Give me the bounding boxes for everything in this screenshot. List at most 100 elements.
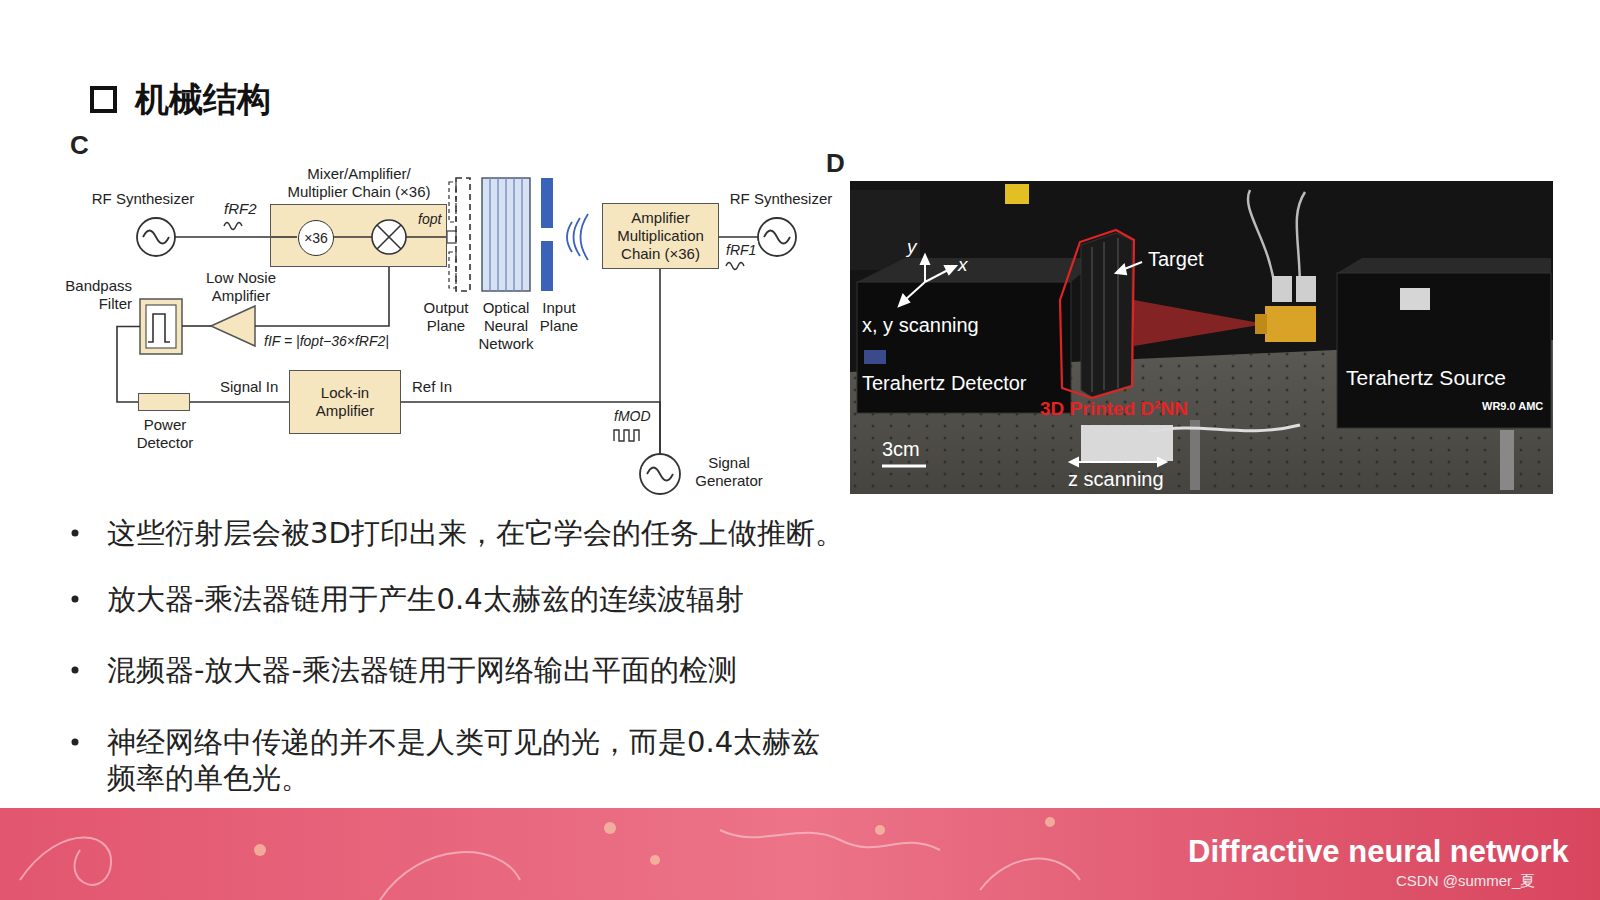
bandpass-symbol bbox=[140, 299, 182, 354]
signal-wire bbox=[719, 236, 758, 238]
footer-banner bbox=[650, 855, 660, 865]
diffractive-layers-symbol bbox=[497, 178, 498, 291]
bullet-dots bbox=[72, 739, 79, 746]
photo-annotation: Target bbox=[1148, 248, 1204, 271]
output-plane: Output Plane bbox=[456, 178, 470, 291]
setup-photo bbox=[1150, 425, 1300, 432]
setup-photo bbox=[882, 255, 1166, 466]
setup-photo bbox=[882, 465, 926, 468]
photo-annotation: Terahertz Source bbox=[1346, 366, 1506, 390]
node-heading: Power Detector bbox=[125, 416, 205, 452]
input-plane: Input Plane bbox=[541, 178, 553, 291]
amplifier-triangle bbox=[211, 306, 255, 346]
bullet-dots bbox=[72, 530, 79, 746]
setup-photo bbox=[905, 282, 925, 300]
photo-annotation: Terahertz Detector bbox=[862, 372, 1027, 395]
setup-photo bbox=[850, 181, 1553, 494]
input-plane-symbol bbox=[541, 178, 553, 228]
setup-photo bbox=[1400, 288, 1430, 310]
mixer-symbol bbox=[377, 225, 401, 249]
output-port bbox=[447, 231, 456, 243]
node-text: ×36 bbox=[300, 227, 332, 249]
mixer-symbol bbox=[377, 225, 401, 249]
diffractive-layers-symbol bbox=[505, 178, 506, 291]
bandpass-symbol bbox=[146, 305, 176, 348]
lock-in-amplifier-box: Lock-in Amplifier bbox=[289, 370, 401, 434]
setup-photo bbox=[1092, 238, 1118, 392]
node-text: Amplifier Multiplication Chain (×36) bbox=[603, 207, 718, 265]
diffractive-layers-symbol bbox=[482, 178, 530, 291]
watermark: CSDN @summer_夏 bbox=[1396, 872, 1535, 891]
synthesizer-symbol bbox=[640, 454, 680, 494]
footer-banner bbox=[1045, 817, 1055, 827]
power-detector: Power Detector bbox=[138, 393, 190, 411]
node-text: Lock-in Amplifier bbox=[290, 382, 400, 422]
bullet-dots bbox=[72, 667, 79, 674]
setup-photo bbox=[1500, 430, 1514, 490]
node-heading: Mixer/Amplifier/ Multiplier Chain (×36) bbox=[279, 165, 439, 201]
signal-label: fRF2 bbox=[222, 200, 259, 218]
signal-wire bbox=[659, 269, 661, 455]
setup-photo bbox=[1076, 461, 1160, 463]
output-plane-symbol bbox=[456, 178, 470, 291]
footer-banner bbox=[875, 825, 885, 835]
signal-label: fMOD bbox=[612, 407, 653, 425]
mixer-symbol bbox=[372, 220, 406, 254]
wave-symbol bbox=[574, 218, 581, 256]
rf-squiggle bbox=[224, 223, 242, 230]
photo-annotation: 3D Printed D²NN bbox=[1040, 398, 1188, 420]
signal-label: fIF = |fopt−36×fRF2| bbox=[262, 332, 391, 350]
node-heading: Output Plane bbox=[411, 299, 481, 335]
footer-banner bbox=[980, 859, 1080, 890]
output-port bbox=[447, 231, 456, 243]
footer-banner bbox=[20, 838, 111, 885]
setup-photo bbox=[1103, 242, 1105, 390]
title-bullet-square bbox=[92, 88, 115, 111]
rf-synthesizer: RF Synthesizer bbox=[758, 218, 796, 256]
slide-title: 机械结构 bbox=[135, 78, 271, 120]
setup-photo bbox=[1134, 300, 1265, 346]
signal-label: Signal In bbox=[218, 378, 280, 396]
setup-photo bbox=[850, 181, 1553, 494]
amplifier-chain-box: Amplifier Multiplication Chain (×36) bbox=[602, 203, 719, 269]
footer-banner bbox=[254, 817, 1055, 865]
setup-photo bbox=[857, 282, 1071, 413]
footer-banner bbox=[0, 808, 1600, 900]
synthesizer-symbol bbox=[137, 218, 175, 256]
node-heading: Bandpass Filter bbox=[52, 277, 132, 313]
synthesizer-symbol bbox=[647, 468, 673, 481]
low-noise-amplifier: Low Nosie Amplifier bbox=[211, 306, 255, 346]
photo-annotation: x, y scanning bbox=[862, 314, 979, 337]
signal-generator: Signal Generator bbox=[640, 454, 680, 494]
setup-photo bbox=[1117, 238, 1119, 388]
setup-photo bbox=[1272, 276, 1292, 302]
setup-photo bbox=[1070, 458, 1078, 466]
signal-label: fRF1 bbox=[724, 241, 758, 259]
setup-photo bbox=[1296, 276, 1316, 302]
wave-symbol bbox=[581, 214, 589, 260]
signal-name: fopt bbox=[418, 211, 441, 227]
model-label: WR9.0 AMC bbox=[1482, 400, 1543, 412]
mixer-symbol bbox=[372, 220, 406, 254]
panel-letter: D bbox=[826, 148, 845, 179]
diffractive-network: Optical Neural Network bbox=[482, 178, 530, 291]
setup-photo bbox=[864, 350, 886, 364]
setup-photo bbox=[1060, 230, 1134, 398]
setup-photo bbox=[1091, 247, 1093, 392]
synthesizer-symbol bbox=[764, 231, 790, 244]
modulation-pulse bbox=[614, 430, 639, 441]
bullet-dots bbox=[72, 596, 79, 603]
photo-annotation: z scanning bbox=[1068, 468, 1164, 491]
signal-wire bbox=[182, 325, 211, 327]
output-plane-symbol bbox=[449, 182, 456, 222]
input-plane-symbol bbox=[541, 178, 553, 291]
setup-photo bbox=[1337, 273, 1551, 428]
signal-label: Ref In bbox=[410, 378, 454, 396]
node-heading: Input Plane bbox=[529, 299, 589, 335]
mixer-chain-wiring bbox=[270, 236, 447, 238]
bullet-text: 神经网络中传递的并不是人类可见的光，而是0.4太赫兹频率的单色光。 bbox=[107, 724, 829, 796]
footer-banner bbox=[380, 852, 520, 900]
bullet-dots bbox=[72, 530, 79, 537]
bullet-text: 这些衍射层会被3D打印出来，在它学会的任务上做推断。 bbox=[107, 515, 844, 551]
signal-wire bbox=[190, 401, 289, 403]
